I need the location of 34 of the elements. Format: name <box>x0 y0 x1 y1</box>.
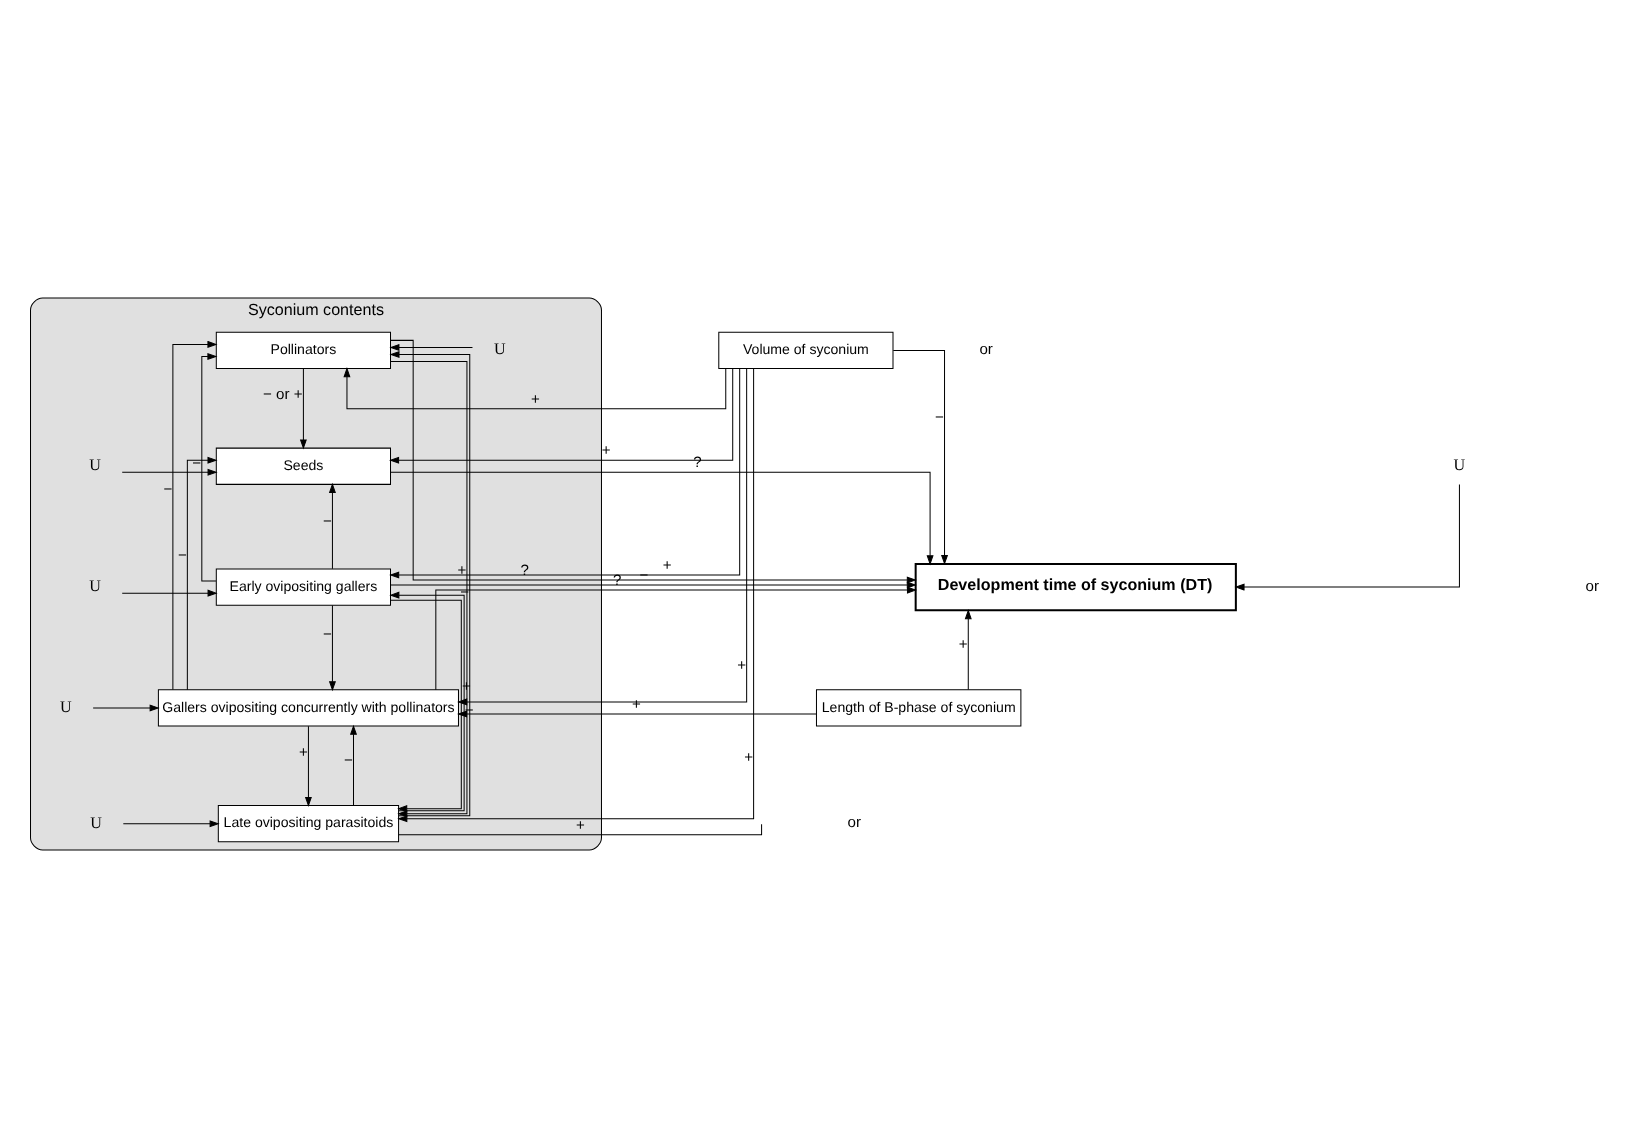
arrow <box>389 581 916 589</box>
arrow <box>303 725 311 807</box>
node-box: Development time of syconium (DT) <box>913 562 1236 612</box>
arrow <box>342 367 726 410</box>
node-text: U <box>1452 456 1465 475</box>
arrow <box>388 343 472 351</box>
arrow <box>121 820 219 828</box>
arrow <box>348 724 357 806</box>
arrow <box>298 368 306 450</box>
arrow <box>396 368 754 823</box>
arrow <box>120 589 217 597</box>
connector <box>397 823 762 836</box>
arrow <box>91 704 159 712</box>
arrow <box>456 710 816 718</box>
arrow <box>120 468 217 476</box>
arrow <box>327 482 335 570</box>
arrow <box>389 339 916 584</box>
node-text: U <box>89 813 101 832</box>
arrow <box>389 471 933 566</box>
arrow <box>185 456 217 691</box>
arrow <box>891 349 948 566</box>
node-text: U <box>88 576 100 595</box>
arrow <box>171 340 217 690</box>
arrow <box>327 604 335 692</box>
node-text: U <box>492 340 505 359</box>
arrow <box>388 368 733 464</box>
node-text: U <box>88 456 100 475</box>
arrow <box>963 609 971 691</box>
arrow <box>456 368 747 706</box>
arrow <box>388 368 740 579</box>
arrow <box>200 352 217 582</box>
arrow <box>434 586 917 691</box>
node-text: U <box>58 697 71 716</box>
arrow <box>1233 484 1459 591</box>
